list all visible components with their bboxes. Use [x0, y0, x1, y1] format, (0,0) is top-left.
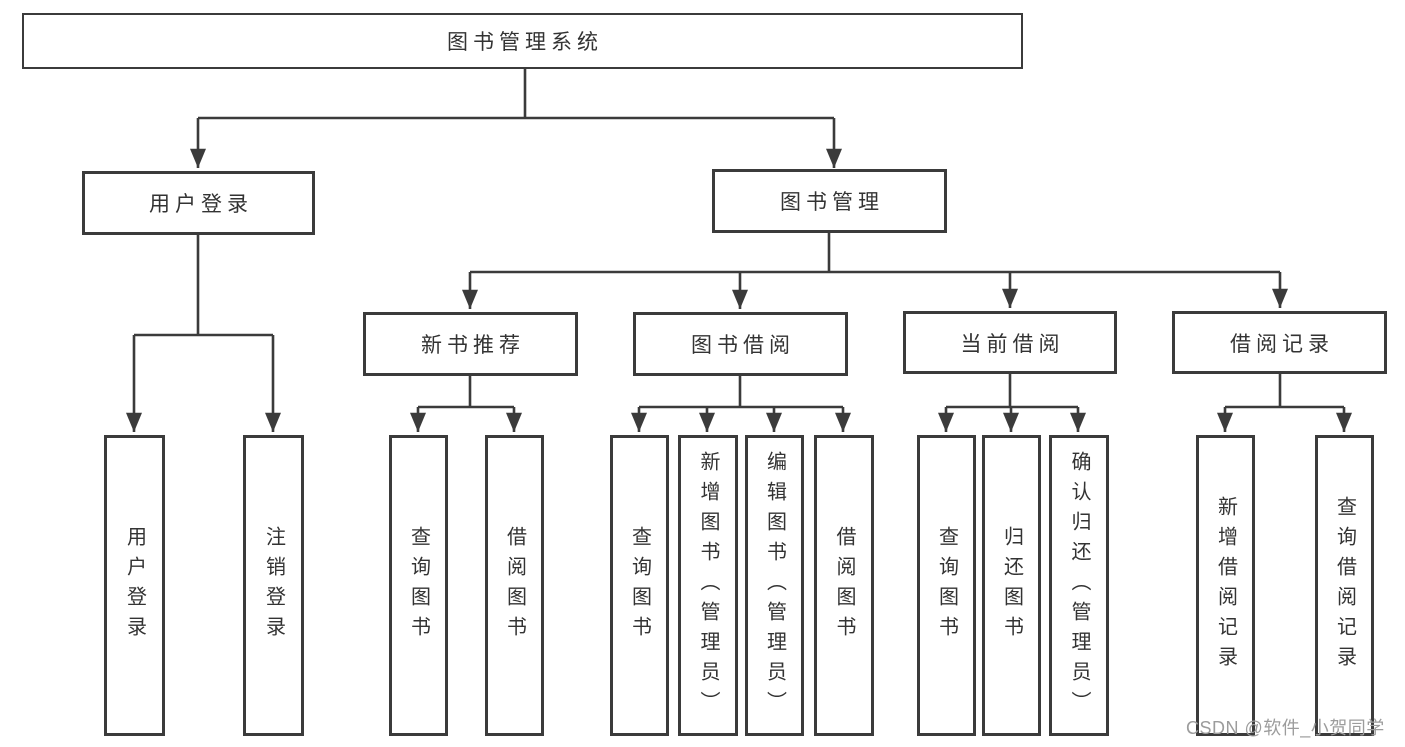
leaf-recommend-borrow-books: 借阅图书: [485, 435, 544, 736]
leaf-borrowing-edit-books-admin: 编辑图书（管理员）: [745, 435, 804, 736]
node-book-management: 图书管理: [712, 169, 947, 233]
leaf-borrowing-add-books-admin: 新增图书（管理员）: [678, 435, 738, 736]
leaf-borrowing-borrow-books: 借阅图书: [814, 435, 874, 736]
leaf-current-confirm-return-admin: 确认归还（管理员）: [1049, 435, 1109, 736]
node-book-borrowing: 图书借阅: [633, 312, 848, 376]
node-user-login: 用户登录: [82, 171, 315, 235]
leaf-records-query-record: 查询借阅记录: [1315, 435, 1374, 736]
leaf-logout: 注销登录: [243, 435, 304, 736]
leaf-borrowing-query-books: 查询图书: [610, 435, 669, 736]
node-new-book-recommend: 新书推荐: [363, 312, 578, 376]
watermark: CSDN @软件_小贺同学: [1186, 718, 1385, 738]
node-root: 图书管理系统: [22, 13, 1023, 69]
leaf-records-add-record: 新增借阅记录: [1196, 435, 1255, 736]
leaf-current-return-books: 归还图书: [982, 435, 1041, 736]
leaf-user-login: 用户登录: [104, 435, 165, 736]
leaf-current-query-books: 查询图书: [917, 435, 976, 736]
leaf-recommend-query-books: 查询图书: [389, 435, 448, 736]
node-current-borrowing: 当前借阅: [903, 311, 1117, 374]
node-borrowing-records: 借阅记录: [1172, 311, 1387, 374]
